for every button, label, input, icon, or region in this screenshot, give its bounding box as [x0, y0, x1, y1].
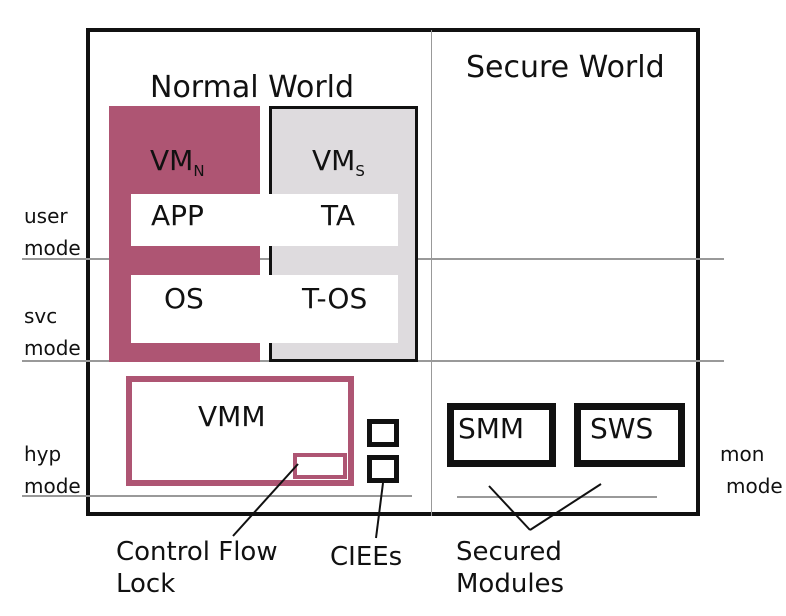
tos-box [265, 275, 398, 343]
tos-label: T-OS [302, 282, 368, 315]
ciees-connector [375, 482, 384, 539]
sws-box [574, 403, 685, 467]
vm-secure-label: VMS [312, 144, 365, 180]
sws-connector [529, 483, 602, 531]
os-label: OS [164, 282, 204, 315]
mon-baseline [457, 496, 657, 498]
smm-label: SMM [458, 412, 525, 445]
normal-world-title: Normal World [150, 70, 355, 105]
diagram-frame [86, 28, 700, 516]
os-box [131, 275, 265, 343]
hyp-baseline [22, 495, 412, 497]
ta-box [265, 194, 398, 246]
vmm-label: VMM [198, 400, 266, 433]
sws-label: SWS [590, 412, 654, 445]
control-flow-lock-connector [232, 463, 299, 537]
app-label: APP [151, 199, 204, 232]
secure-world-title: Secure World [466, 50, 665, 85]
smm-connector [488, 485, 531, 531]
ciee-box-1 [367, 419, 399, 447]
vm-normal-label: VMN [150, 144, 205, 180]
ta-label: TA [321, 199, 356, 232]
world-divider [431, 30, 432, 516]
smm-box [447, 403, 556, 467]
ciees-caption: CIEEs [330, 542, 403, 572]
app-box [131, 194, 265, 246]
ciee-box-2 [367, 455, 399, 483]
